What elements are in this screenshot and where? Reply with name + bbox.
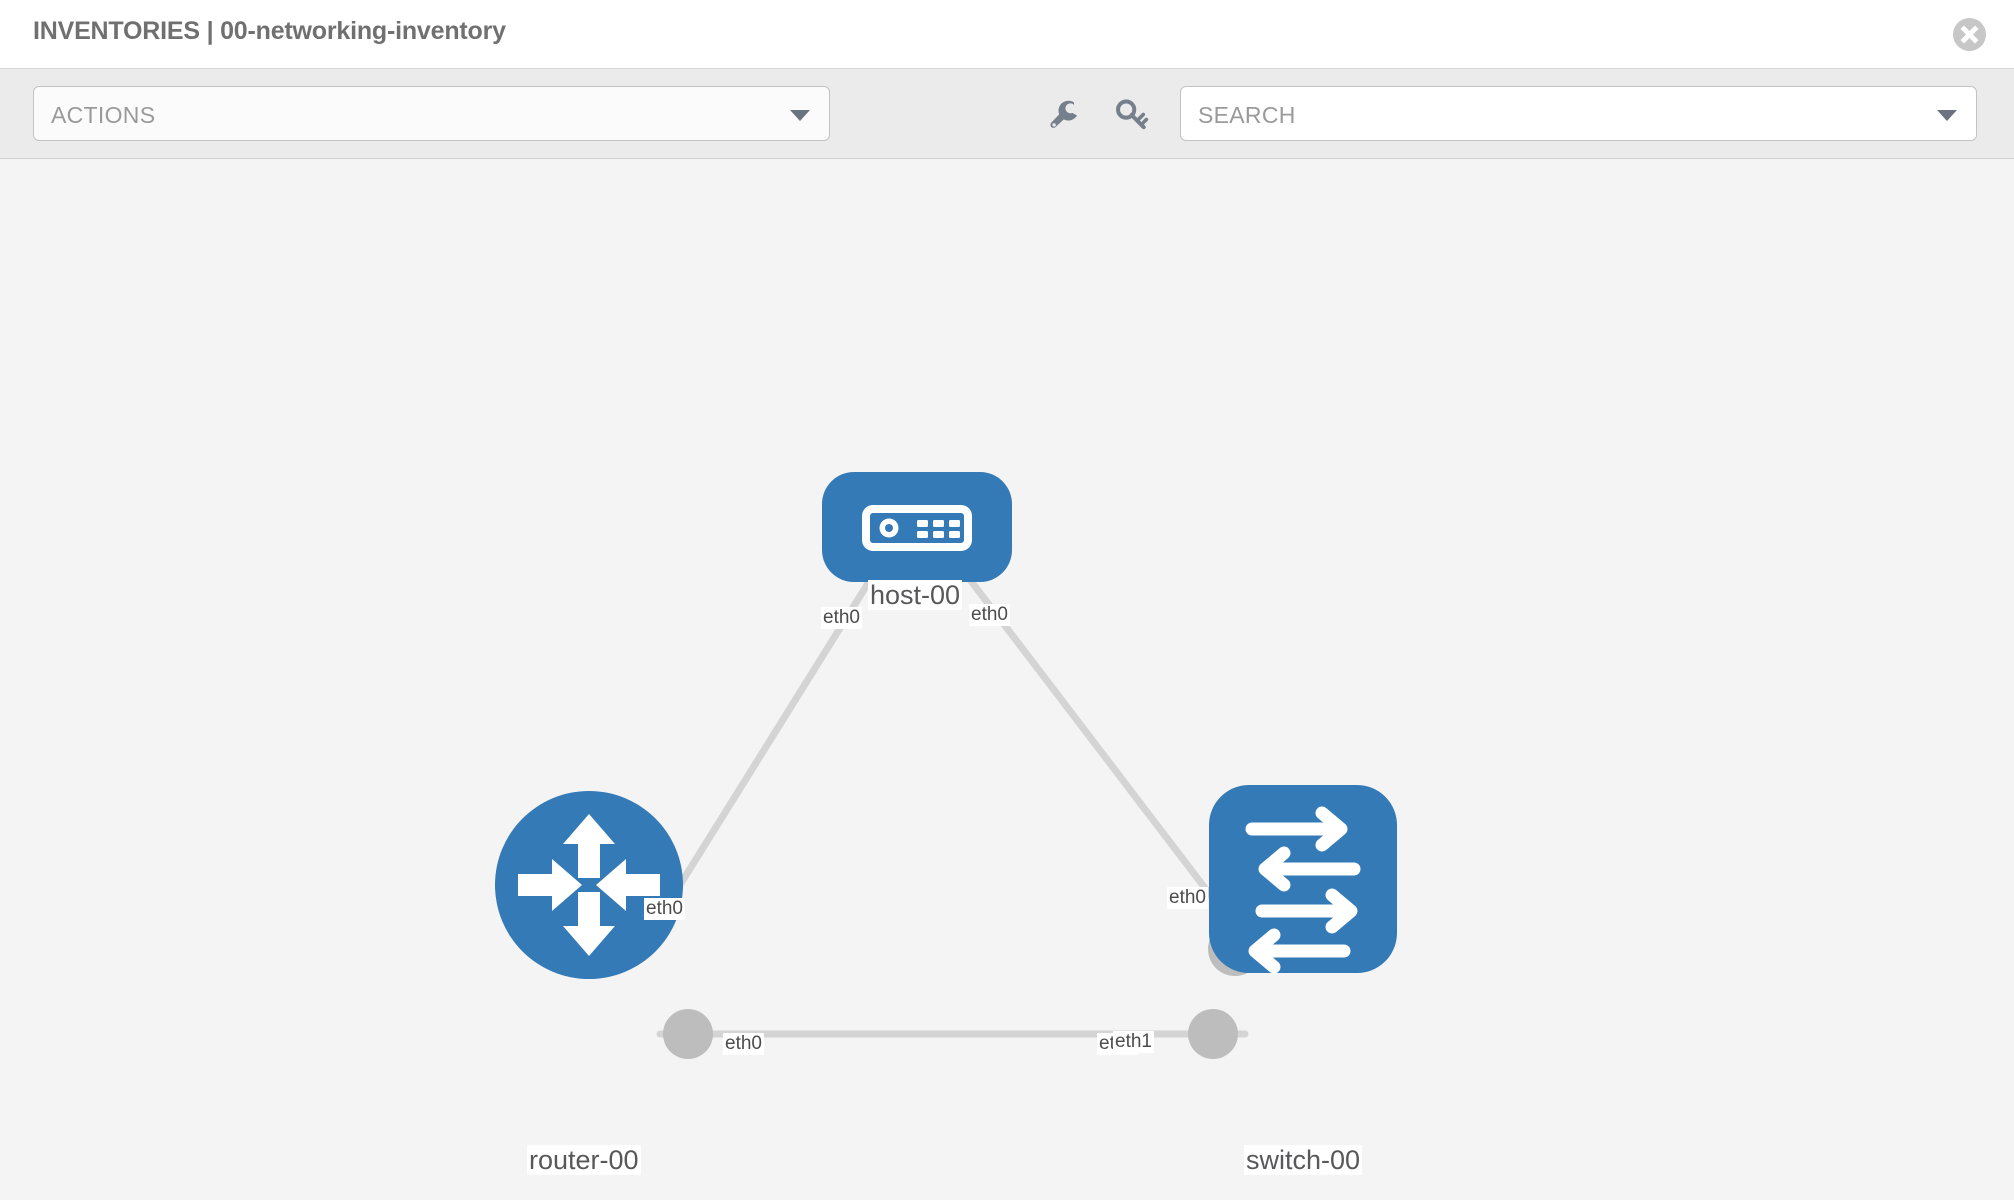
link-group <box>636 560 1249 1038</box>
router-arrows-icon <box>518 814 660 956</box>
socket-switch-left <box>1188 1009 1238 1059</box>
interface-label: eth0 <box>821 607 862 629</box>
topology-node-router-00 <box>495 791 683 979</box>
server-icon-ports <box>917 520 960 538</box>
interface-label: eth1 <box>1113 1031 1154 1053</box>
key-icon[interactable] <box>1113 97 1151 133</box>
node-label-switch-00: switch-00 <box>1244 1145 1363 1176</box>
interface-label: eth0 <box>723 1033 764 1055</box>
socket-group <box>663 525 1262 1059</box>
socket-router-right <box>663 1009 713 1059</box>
topology-node-host-00 <box>822 472 1012 582</box>
switch-arrows-icon <box>1245 806 1361 974</box>
toolbar: ACTIONS SEARCH <box>0 69 2014 159</box>
search-placeholder: SEARCH <box>1198 102 1296 128</box>
topology-graph <box>495 472 1397 1059</box>
search-input[interactable]: SEARCH <box>1180 86 1977 141</box>
topology-canvas[interactable]: host-00 router-00 switch-00 eth0 eth0 et… <box>0 159 2014 1200</box>
page-title: INVENTORIES | 00-networking-inventory <box>33 17 506 45</box>
node-label-host-00: host-00 <box>868 580 963 611</box>
actions-dropdown-label: ACTIONS <box>51 102 156 128</box>
node-label-router-00: router-00 <box>527 1145 641 1176</box>
close-icon[interactable] <box>1953 18 1986 51</box>
interface-label: eth0 <box>644 898 685 920</box>
chevron-down-icon <box>790 110 810 121</box>
wrench-icon[interactable] <box>1045 97 1083 133</box>
topology-node-switch-00 <box>1209 785 1397 974</box>
chevron-down-icon[interactable] <box>1937 110 1957 121</box>
interface-label: eth0 <box>969 604 1010 626</box>
host-node-shape <box>822 472 1012 582</box>
page-header: INVENTORIES | 00-networking-inventory <box>0 0 2014 69</box>
server-icon-led-center <box>885 524 893 532</box>
router-node-shape <box>495 791 683 979</box>
actions-dropdown[interactable]: ACTIONS <box>33 86 830 141</box>
server-icon <box>862 505 972 551</box>
interface-label: eth0 <box>1167 887 1208 909</box>
